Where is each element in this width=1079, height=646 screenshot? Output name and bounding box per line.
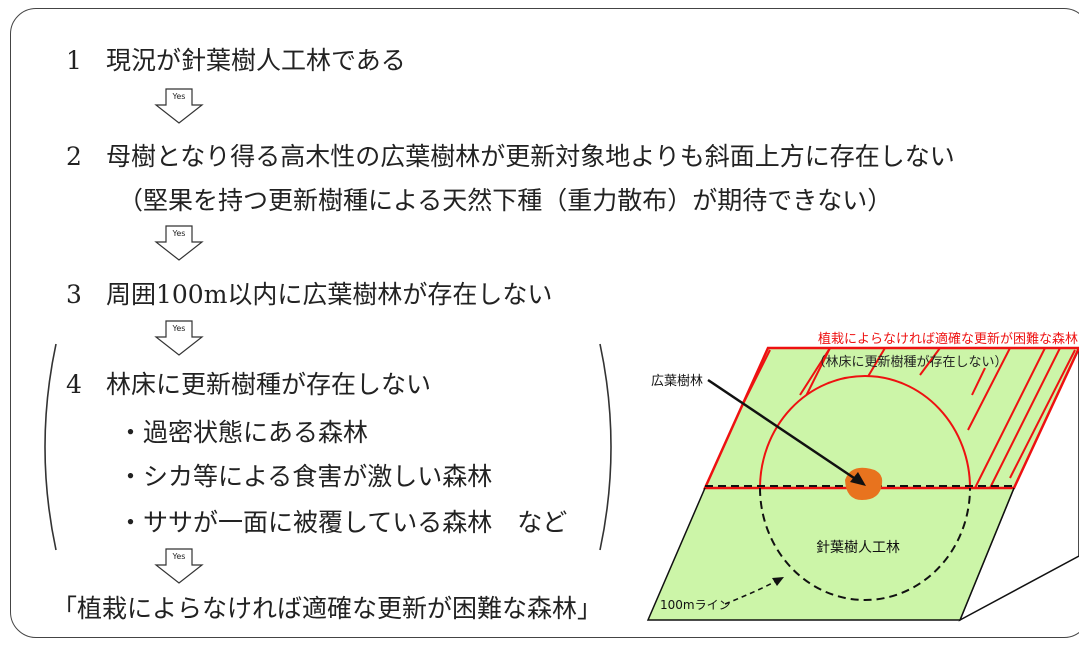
step-2-text: 母樹となり得る高木性の広葉樹林が更新対象地よりも斜面上方に存在しない [106, 142, 955, 171]
step-1-number: 1 [66, 46, 82, 75]
yes-label: Yes [172, 324, 186, 333]
title-label: 植栽によらなければ適確な更新が困難な森林 [818, 331, 1078, 347]
left-bracket [44, 343, 57, 551]
lower-slope-outline [646, 487, 1015, 621]
subtitle-label: （林床に更新樹種が存在しない） [812, 354, 1007, 370]
step-2-subtext: （堅果を持つ更新樹種による天然下種（重力散布）が期待できない） [118, 186, 893, 215]
plantation-label: 針葉樹人工林 [816, 540, 900, 556]
diagram-frame [10, 8, 1079, 638]
step-4-bullet: ・ササが一面に被覆している森林 など [118, 508, 568, 537]
forest-illustration: 植栽によらなければ適確な更新が困難な森林 （林床に更新樹種が存在しない） 広葉樹… [646, 331, 1079, 622]
yes-label: Yes [172, 552, 186, 561]
yes-arrow-4: Yes [154, 548, 204, 584]
yes-arrow-3: Yes [154, 320, 204, 356]
step-4-number: 4 [66, 370, 82, 399]
yes-arrow-1: Yes [154, 88, 204, 124]
yes-label: Yes [172, 229, 186, 238]
100m-line-circle [759, 487, 971, 601]
conclusion-text: 「植栽によらなければ適確な更新が困難な森林」 [52, 594, 603, 623]
step-4-bullet: ・シカ等による食害が激しい森林 [118, 462, 493, 491]
100m-line-label: 100mライン [660, 598, 731, 612]
broadleaf-arrow [707, 378, 861, 484]
step-3-text: 周囲100m以内に広葉樹林が存在しない [106, 280, 553, 309]
right-bracket [599, 343, 612, 551]
broadleaf-label: 広葉樹林 [651, 374, 703, 389]
yes-arrow-2: Yes [154, 225, 204, 261]
step-2-number: 2 [66, 142, 82, 171]
lower-slope-area [648, 488, 1014, 620]
step-4-bullet: ・過密状態にある森林 [118, 418, 369, 447]
step-1-text: 現況が針葉樹人工林である [106, 46, 406, 75]
step-3-number: 3 [66, 280, 82, 309]
semicircle-area [758, 375, 972, 489]
yes-label: Yes [172, 92, 186, 101]
step-4-text: 林床に更新樹種が存在しない [106, 370, 432, 399]
